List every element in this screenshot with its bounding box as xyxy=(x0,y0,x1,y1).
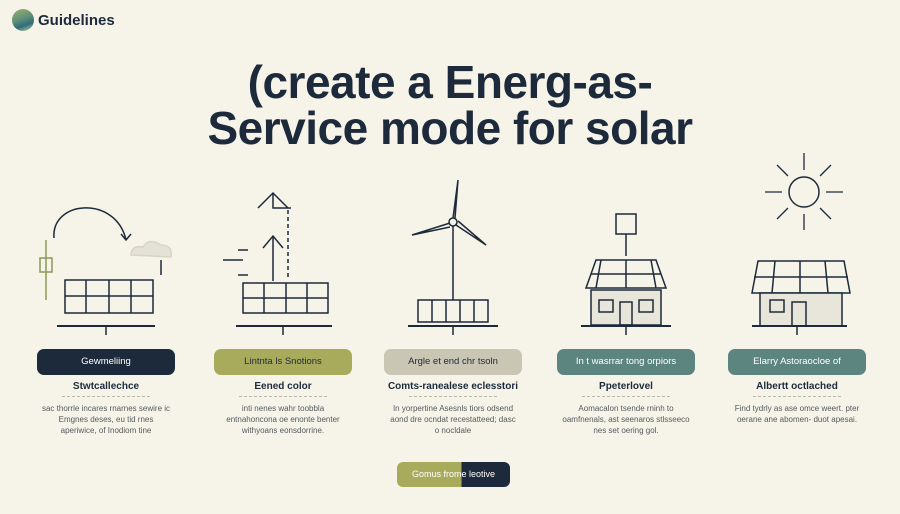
step-3-label: Argle et end chr tsoln xyxy=(384,349,522,375)
step-5-subtitle: Albertt octlached xyxy=(756,381,838,392)
brand-name: Guidelines xyxy=(38,11,115,29)
step-1-body: sac thorrle incares rnarnes sewire ic Em… xyxy=(41,404,171,435)
divider xyxy=(582,396,670,397)
divider xyxy=(62,396,150,397)
step-1-subtitle: Stwtcallechce xyxy=(72,381,140,392)
step-1-label: Gewmeliing xyxy=(37,349,175,375)
step-4-subtitle: Ppeterlovel xyxy=(599,381,653,392)
step-4: In t wasrrar tong orpiors Ppeterlovel Ao… xyxy=(541,349,711,436)
cta-button[interactable]: Gomus frome leotive xyxy=(397,462,510,487)
step-3: Argle et end chr tsoln Comts-ranealese e… xyxy=(368,349,538,436)
step-3-body: In yorpertine Asesnls tiors odsend aond … xyxy=(390,404,516,435)
step-2-subtitle: Eened color xyxy=(254,381,312,392)
step-2: Lintnta ls Snotions Eened color inti nen… xyxy=(198,349,368,436)
step-5: Elarry Astoraocloe of Albertt octlached … xyxy=(712,349,882,425)
divider xyxy=(239,396,327,397)
logo-icon xyxy=(12,9,34,31)
step-5-label: Elarry Astoraocloe of xyxy=(728,349,866,375)
divider xyxy=(753,396,841,397)
page-title-line1: (create a Energ-as- xyxy=(247,56,653,108)
solar-panel-cloud-illustration xyxy=(39,207,173,335)
step-1: Gewmeliing Stwtcallechce sac thorrle inc… xyxy=(21,349,191,436)
step-4-body: Aomacalon tsende rninh to oamfnenals, as… xyxy=(562,404,690,435)
step-2-label: Lintnta ls Snotions xyxy=(214,349,352,375)
step-3-subtitle: Comts-ranealese eclesstori xyxy=(387,381,519,392)
brand-logo: Guidelines xyxy=(12,9,115,31)
house-sun-illustration xyxy=(751,153,851,335)
solar-panel-arrows-illustration xyxy=(223,191,332,335)
step-4-label: In t wasrrar tong orpiors xyxy=(557,349,695,375)
step-5-body: Find tydrly as ase omce weert. pter oera… xyxy=(734,404,860,424)
step-2-body: inti nenes wahr toobbla entnahoncona oe … xyxy=(226,404,340,435)
wind-turbine-illustration xyxy=(408,179,498,335)
house-solar-roof-illustration xyxy=(581,213,671,335)
divider xyxy=(409,396,497,397)
page-title-line2: Service mode for solar xyxy=(207,102,693,154)
